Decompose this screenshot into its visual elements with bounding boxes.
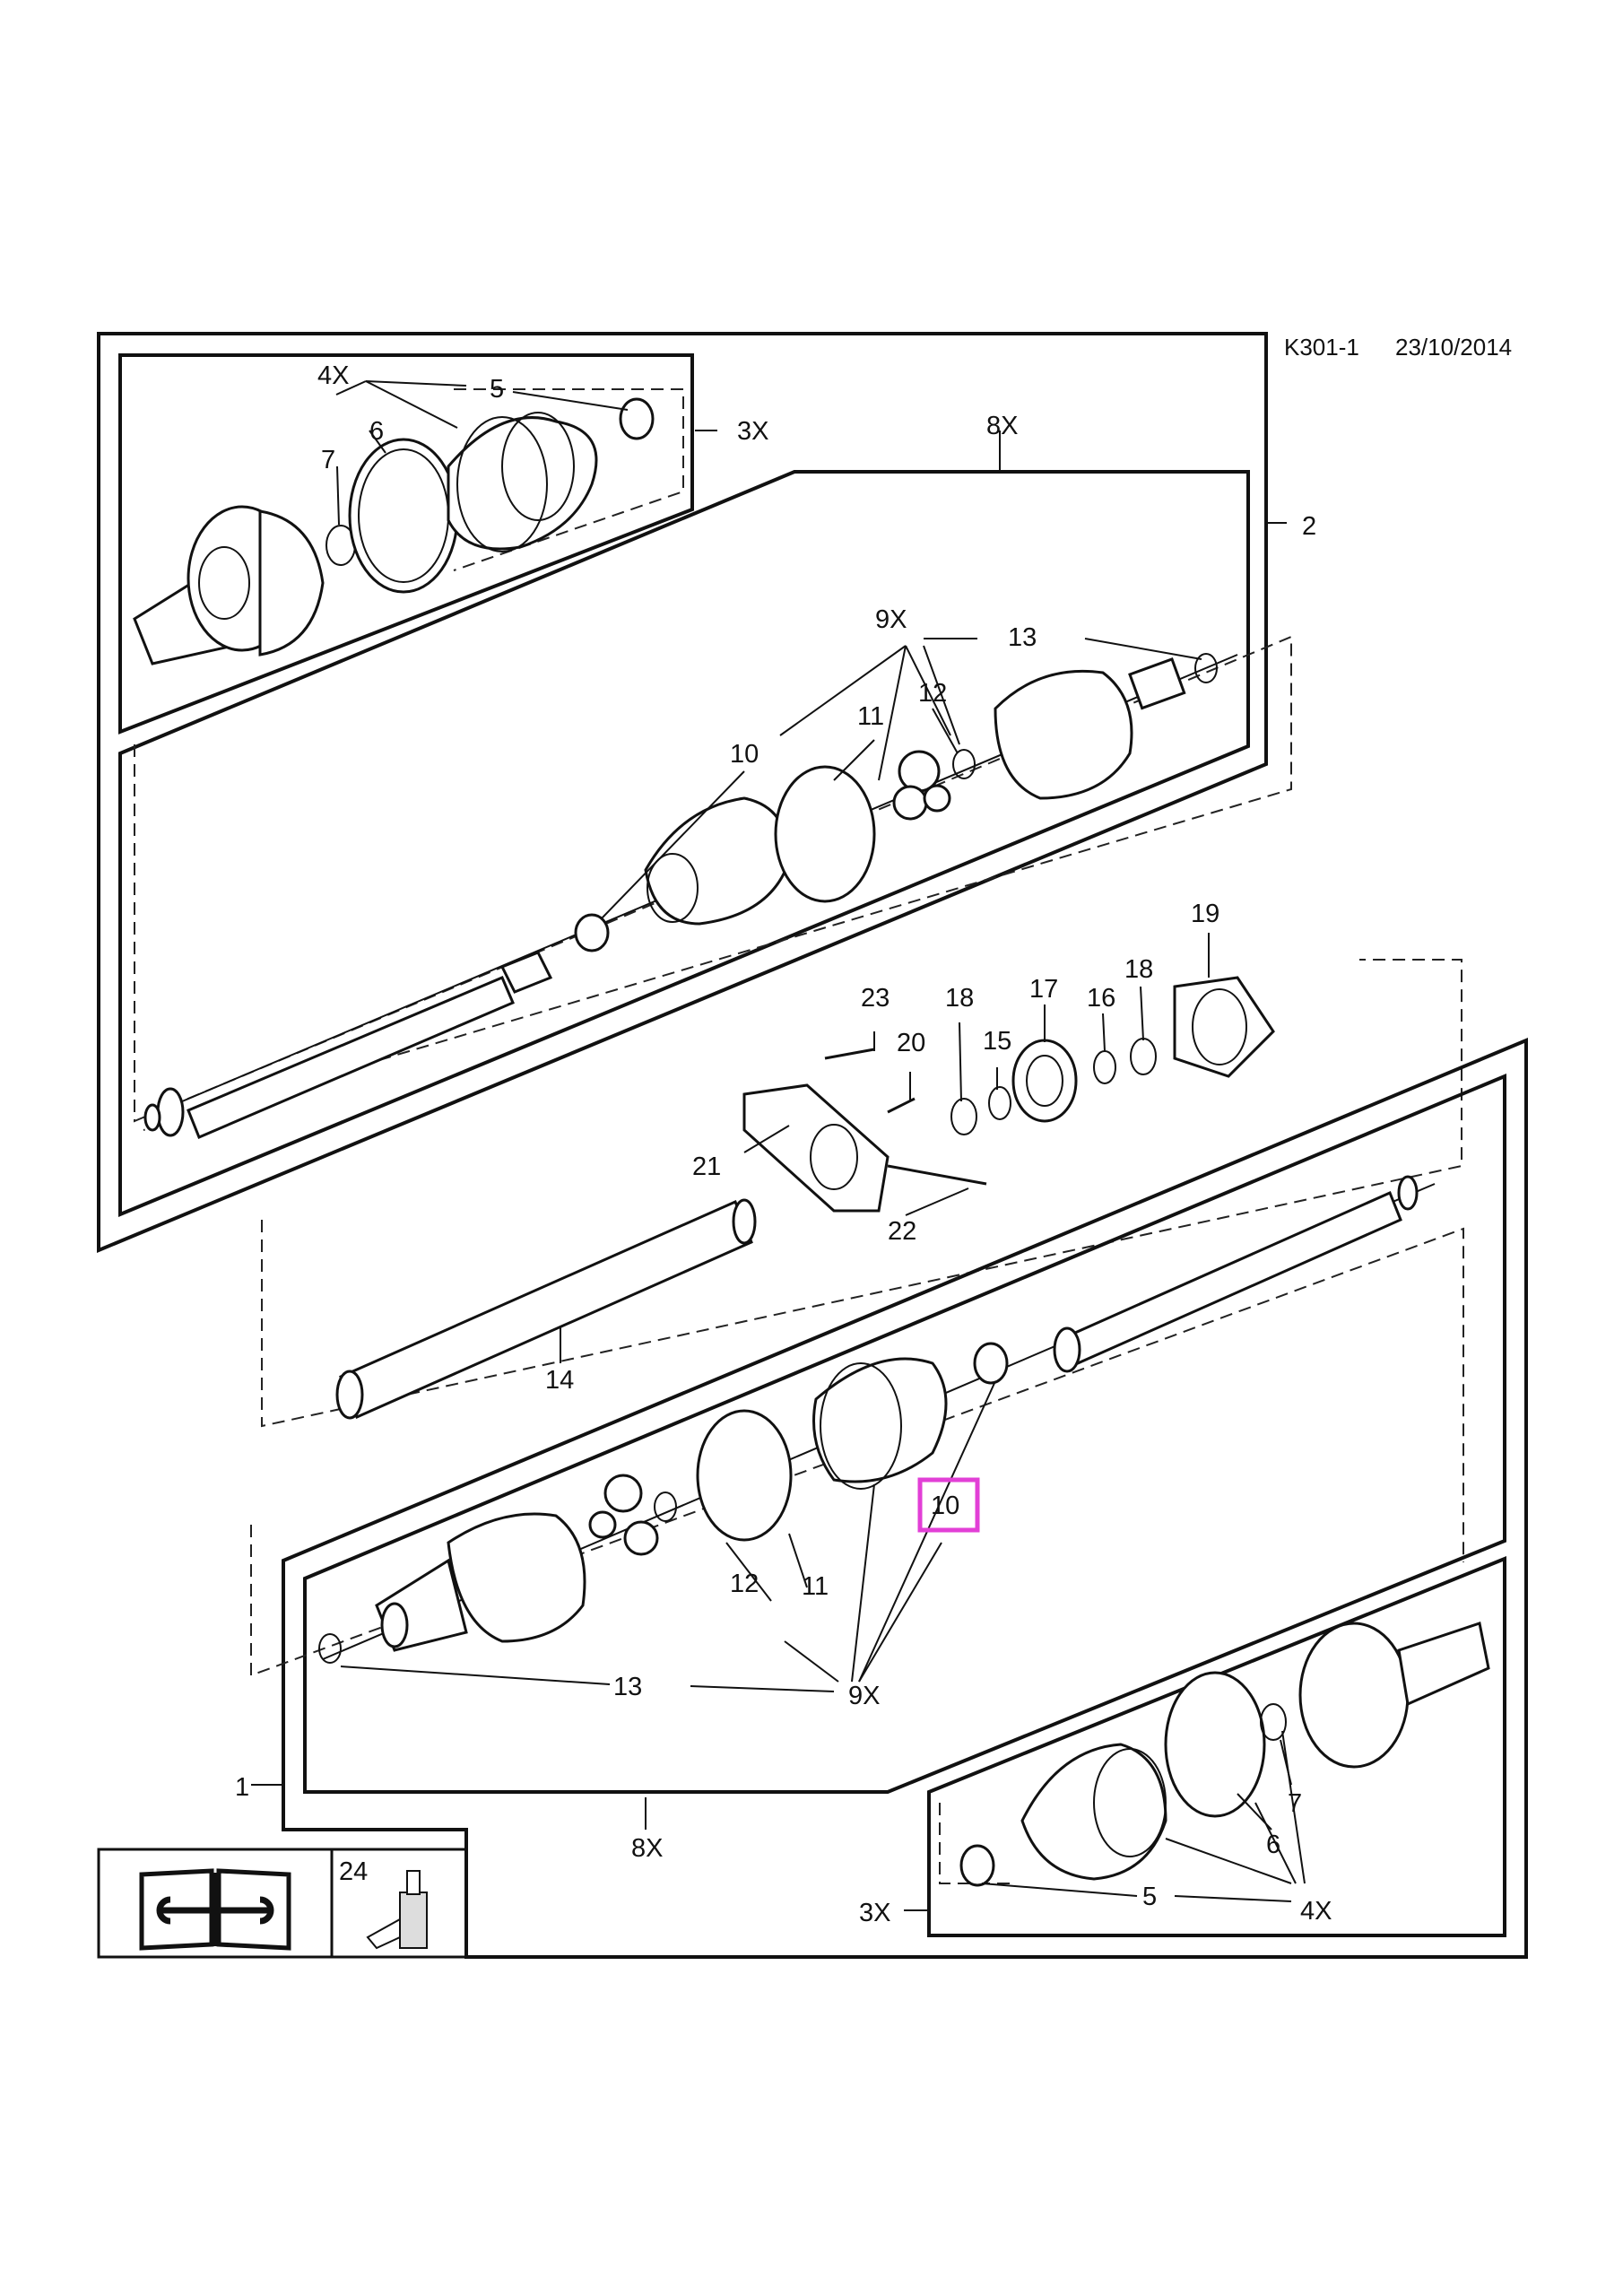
callout-11-top: 11 bbox=[857, 702, 884, 731]
callout-5-top: 5 bbox=[490, 375, 504, 404]
callout-12-top: 12 bbox=[918, 679, 947, 708]
callout-19: 19 bbox=[1191, 900, 1219, 928]
callout-23: 23 bbox=[861, 984, 890, 1013]
grease-tube-icon bbox=[366, 1870, 428, 1950]
callout-15: 15 bbox=[983, 1027, 1011, 1056]
lower-inner-boot bbox=[812, 1357, 948, 1490]
upper-circlip bbox=[952, 749, 976, 779]
callout-6-bottom: 6 bbox=[1266, 1831, 1280, 1859]
callout-20: 20 bbox=[897, 1029, 925, 1057]
callout-10-top: 10 bbox=[730, 740, 759, 769]
legend-box: 24 bbox=[97, 1848, 468, 1959]
upper-inner-clamp-large bbox=[774, 765, 876, 903]
callout-7-bottom: 7 bbox=[1288, 1789, 1302, 1818]
callout-22: 22 bbox=[888, 1217, 916, 1246]
callout-8x-bottom: 8X bbox=[631, 1834, 663, 1863]
callout-13-bottom: 13 bbox=[613, 1673, 642, 1701]
callout-6-top: 6 bbox=[369, 417, 384, 446]
callout-4x-top: 4X bbox=[317, 361, 349, 390]
callout-13-top: 13 bbox=[1008, 623, 1037, 652]
callout-8x-top: 8X bbox=[986, 412, 1018, 440]
callout-7-top: 7 bbox=[321, 446, 335, 474]
callout-9x-bottom: 9X bbox=[848, 1682, 880, 1710]
support-bearing bbox=[1011, 1039, 1078, 1123]
lower-outer-boot bbox=[1020, 1743, 1167, 1881]
upper-tripod bbox=[892, 750, 951, 821]
upper-outer-cv-joint bbox=[133, 505, 325, 665]
lower-assembly-frame bbox=[282, 1037, 1528, 1959]
service-manual-icon bbox=[139, 1868, 291, 1951]
lower-tripod-housing bbox=[375, 1512, 586, 1652]
lower-inner-frame bbox=[303, 1073, 1506, 1937]
diagram-code: K301-1 bbox=[1284, 334, 1359, 361]
upper-assembly-frame bbox=[97, 332, 1268, 1253]
upper-shaft-circlip bbox=[1194, 653, 1218, 683]
callout-17: 17 bbox=[1029, 975, 1058, 1004]
callout-18b: 18 bbox=[1124, 955, 1153, 984]
callout-1: 1 bbox=[235, 1773, 249, 1802]
upper-outer-boot bbox=[447, 412, 598, 552]
callout-2: 2 bbox=[1302, 512, 1316, 541]
bracket-bolt-short bbox=[824, 1048, 875, 1060]
callout-10-bottom: 10 bbox=[931, 1492, 959, 1520]
lower-inner-clamp-large bbox=[696, 1409, 793, 1542]
callout-3x-bottom: 3X bbox=[859, 1899, 890, 1927]
callout-3x-top: 3X bbox=[737, 417, 768, 446]
callout-18a: 18 bbox=[945, 984, 974, 1013]
callout-9x-top: 9X bbox=[875, 605, 907, 634]
lower-outer-clamp bbox=[1260, 1703, 1287, 1741]
lower-outer-cv-joint bbox=[1298, 1622, 1490, 1769]
upper-outer-boot-ring bbox=[348, 438, 459, 594]
lower-tripod bbox=[588, 1474, 659, 1556]
lower-shaft-circlip bbox=[318, 1633, 342, 1664]
bracket-bolt-long bbox=[887, 1164, 987, 1186]
bearing-bracket bbox=[742, 1083, 890, 1213]
bearing-cover-plate bbox=[1173, 976, 1275, 1078]
upper-inner-boot bbox=[644, 796, 791, 926]
lower-outer-small-clamp bbox=[959, 1844, 995, 1887]
callout-5-bottom: 5 bbox=[1142, 1883, 1157, 1911]
lower-inner-clamp-small bbox=[973, 1342, 1009, 1385]
upper-inner-frame bbox=[118, 353, 1250, 1217]
upper-shaft-envelope bbox=[134, 635, 1292, 1131]
diagram-date: 23/10/2014 bbox=[1395, 334, 1512, 361]
upper-tripod-housing bbox=[994, 657, 1186, 800]
callout-12-bottom: 12 bbox=[730, 1570, 759, 1598]
highlight-box bbox=[917, 1477, 980, 1533]
upper-outer-small-clamp bbox=[619, 397, 655, 440]
leader-lines bbox=[251, 380, 1306, 1911]
callout-labels: 4X 5 6 7 3X 8X 2 9X 13 12 11 10 19 23 18… bbox=[235, 361, 1332, 1927]
callout-11-bottom: 11 bbox=[802, 1572, 829, 1601]
lower-outer-boot-ring bbox=[1164, 1671, 1266, 1818]
callout-16: 16 bbox=[1087, 984, 1115, 1013]
callout-24: 24 bbox=[339, 1857, 368, 1886]
callout-14: 14 bbox=[545, 1366, 574, 1395]
lower-circlip bbox=[654, 1492, 677, 1522]
callout-4x-bottom: 4X bbox=[1300, 1897, 1332, 1926]
upper-inner-clamp-small bbox=[574, 913, 610, 952]
intermediate-shaft bbox=[335, 1198, 757, 1420]
callout-21: 21 bbox=[692, 1152, 721, 1181]
upper-boot-kit-box bbox=[453, 388, 684, 571]
